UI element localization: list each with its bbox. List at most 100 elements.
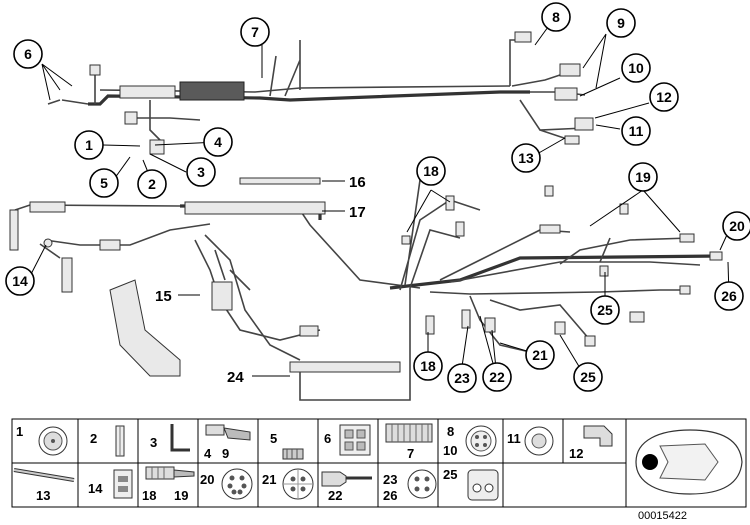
callout-label: 26 [721, 288, 737, 304]
callout-label: 25 [580, 369, 596, 385]
callout-label: 14 [12, 273, 28, 289]
six-pin-round-icon [221, 468, 253, 500]
callout-7: 7 [240, 17, 270, 47]
callout-26: 26 [714, 281, 744, 311]
cell-label: 25 [443, 467, 457, 482]
callout-2: 2 [137, 169, 167, 199]
callout-label: 9 [617, 15, 625, 31]
legend-cell: 3 [150, 424, 190, 452]
legend-cell: 2 [90, 425, 125, 457]
callout-11: 11 [621, 116, 651, 146]
bolt-icon [282, 448, 304, 460]
callout-label: 8 [552, 9, 560, 25]
cell-label: 7 [407, 446, 414, 461]
cell-label: 9 [222, 446, 229, 461]
cell-label: 8 [447, 424, 454, 439]
callout-23: 23 [447, 363, 477, 393]
callout-label: 13 [518, 150, 534, 166]
legend-cell: 21 [262, 468, 314, 500]
sleeve-connector-icon [145, 466, 195, 480]
callout-6: 6 [13, 39, 43, 69]
legend-cell: 25 [443, 467, 499, 501]
leader-lines [27, 26, 732, 381]
block-connector-icon [339, 424, 371, 456]
legend-cell: 13 [13, 468, 75, 503]
cell-label: 20 [200, 472, 214, 487]
callout-label: 3 [197, 164, 205, 180]
callout-25-lower: 25 [573, 362, 603, 392]
callout-9: 9 [606, 8, 636, 38]
cell-label: 21 [262, 472, 276, 487]
callout-label: 2 [148, 176, 156, 192]
callout-13: 13 [511, 143, 541, 173]
callout-label: 11 [629, 123, 644, 139]
callout-10: 10 [621, 53, 651, 83]
middle-harness [9, 177, 421, 401]
multi-pin-round-icon [465, 425, 497, 457]
angled-plug-icon [583, 425, 613, 447]
inline-plug-icon [321, 471, 372, 487]
tube-fuse-icon [115, 425, 125, 457]
callout-18-bottom: 18 [413, 351, 443, 381]
callout-label: 18 [420, 358, 436, 374]
bracket-assembly [109, 234, 321, 377]
legend-cell: 4 9 [204, 424, 251, 461]
callout-label: 19 [635, 169, 651, 185]
callout-label: 12 [656, 89, 672, 105]
callout-label: 4 [214, 134, 222, 150]
label-24: 24 [227, 369, 244, 386]
cell-label: 10 [443, 443, 457, 458]
callout-12: 12 [649, 82, 679, 112]
callout-22: 22 [482, 362, 512, 392]
round-connector-icon [38, 426, 68, 456]
four-pin-socket-icon [407, 469, 437, 499]
corrugated-sleeve-icon [385, 423, 433, 443]
cell-label: 26 [383, 488, 397, 503]
callout-21: 21 [525, 340, 555, 370]
cell-label: 2 [90, 431, 97, 446]
legend-cell: 5 [270, 431, 304, 460]
cell-label: 3 [150, 435, 157, 450]
lower-right-harness [389, 169, 723, 353]
label-17: 17 [349, 204, 366, 221]
l-bracket-icon [170, 424, 190, 452]
two-pin-housing-icon [467, 469, 499, 501]
callout-label: 6 [24, 46, 32, 62]
callout-label: 23 [454, 370, 470, 386]
cell-label: 6 [324, 431, 331, 446]
cell-label: 18 [142, 488, 156, 503]
cell-label: 14 [88, 481, 103, 496]
callout-1: 1 [74, 130, 104, 160]
cell-label: 4 [204, 446, 212, 461]
callout-label: 21 [532, 347, 548, 363]
callout-label: 25 [597, 302, 613, 318]
callout-label: 1 [85, 137, 93, 153]
cell-label: 22 [328, 488, 342, 503]
cell-label: 12 [569, 446, 583, 461]
callout-4: 4 [203, 127, 233, 157]
callout-label: 5 [100, 175, 108, 191]
callout-label: 22 [489, 369, 505, 385]
round-socket-icon [524, 426, 554, 456]
callout-19: 19 [628, 162, 658, 192]
callout-label: 18 [423, 163, 439, 179]
car-topview-icon [635, 429, 743, 495]
legend-cell: 14 [88, 469, 133, 499]
legend-cell: 20 [200, 468, 253, 500]
legend-cell: 8 10 [443, 424, 497, 458]
callout-8: 8 [541, 2, 571, 32]
callout-label: 7 [251, 24, 259, 40]
legend-cell: 12 [569, 425, 613, 461]
callout-label: 20 [729, 218, 745, 234]
cell-label: 13 [36, 488, 50, 503]
cell-label: 19 [174, 488, 188, 503]
legend-cell: 6 [324, 424, 371, 456]
legend-cell: 11 [507, 426, 554, 456]
callout-label: 10 [628, 60, 644, 76]
legend-cell: 7 [385, 423, 433, 461]
callout-5: 5 [89, 168, 119, 198]
legend-cell: 18 19 [142, 466, 195, 503]
label-16: 16 [349, 174, 366, 191]
legend-cell: 1 [16, 424, 68, 456]
legend-table: 1 2 3 4 9 [11, 418, 747, 508]
